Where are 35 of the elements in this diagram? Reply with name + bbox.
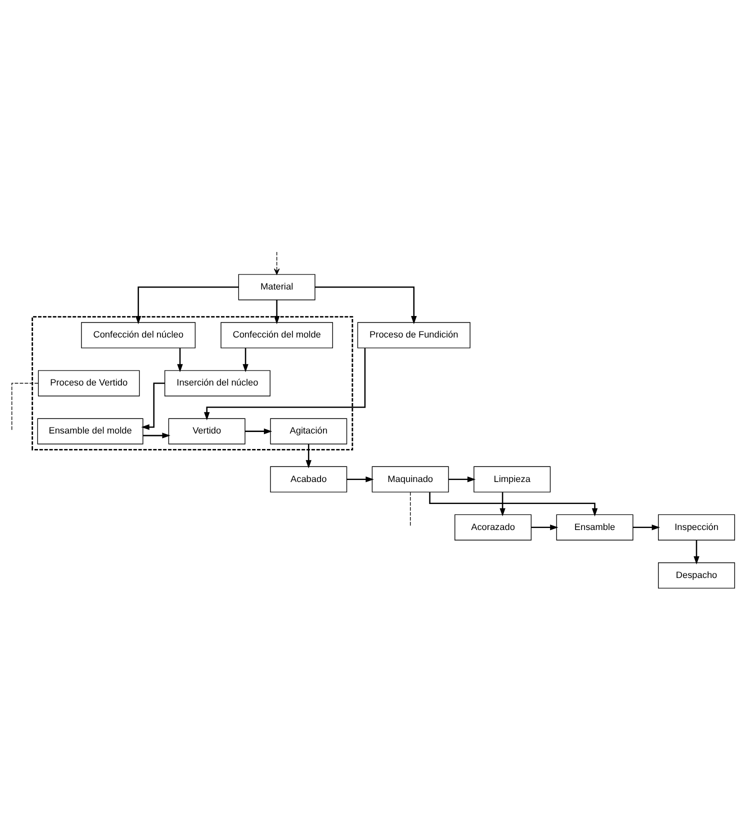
arrow	[135, 286, 239, 324]
arrow	[306, 444, 312, 468]
arrow	[315, 286, 417, 324]
arrow	[346, 476, 374, 482]
node-box: Agitación	[270, 418, 348, 444]
arrow	[448, 476, 476, 482]
arrow	[204, 348, 366, 420]
arrow	[141, 382, 165, 430]
arrow	[242, 348, 248, 372]
arrow	[694, 540, 700, 564]
node-box: Limpieza	[474, 466, 551, 492]
arrow	[143, 432, 170, 438]
node-box: Confección del núcleo	[81, 322, 196, 348]
node-box: Ensamble	[556, 514, 634, 540]
arrow	[177, 348, 183, 372]
arrow	[632, 524, 660, 530]
node-box: Acorazado	[454, 514, 532, 540]
node-box: Ensamble del molde	[37, 418, 144, 444]
node-box: Acabado	[270, 466, 348, 492]
arrow	[245, 428, 272, 434]
arrow	[429, 492, 598, 516]
node-box: Proceso de Fundición	[357, 322, 470, 348]
node-box: Inserción del núcleo	[164, 370, 270, 396]
arrow	[274, 300, 280, 324]
node-box: Inspección	[658, 514, 736, 540]
connector	[11, 382, 38, 432]
node-box: Material	[238, 274, 316, 300]
node-box: Confección del molde	[220, 322, 333, 348]
node-box: Maquinado	[372, 466, 449, 492]
node-box: Despacho	[658, 562, 736, 589]
arrow	[500, 492, 506, 516]
node-box: Proceso de Vertido	[38, 370, 140, 396]
arrow	[531, 524, 558, 530]
connector	[410, 492, 411, 528]
node-box: Vertido	[168, 418, 246, 444]
